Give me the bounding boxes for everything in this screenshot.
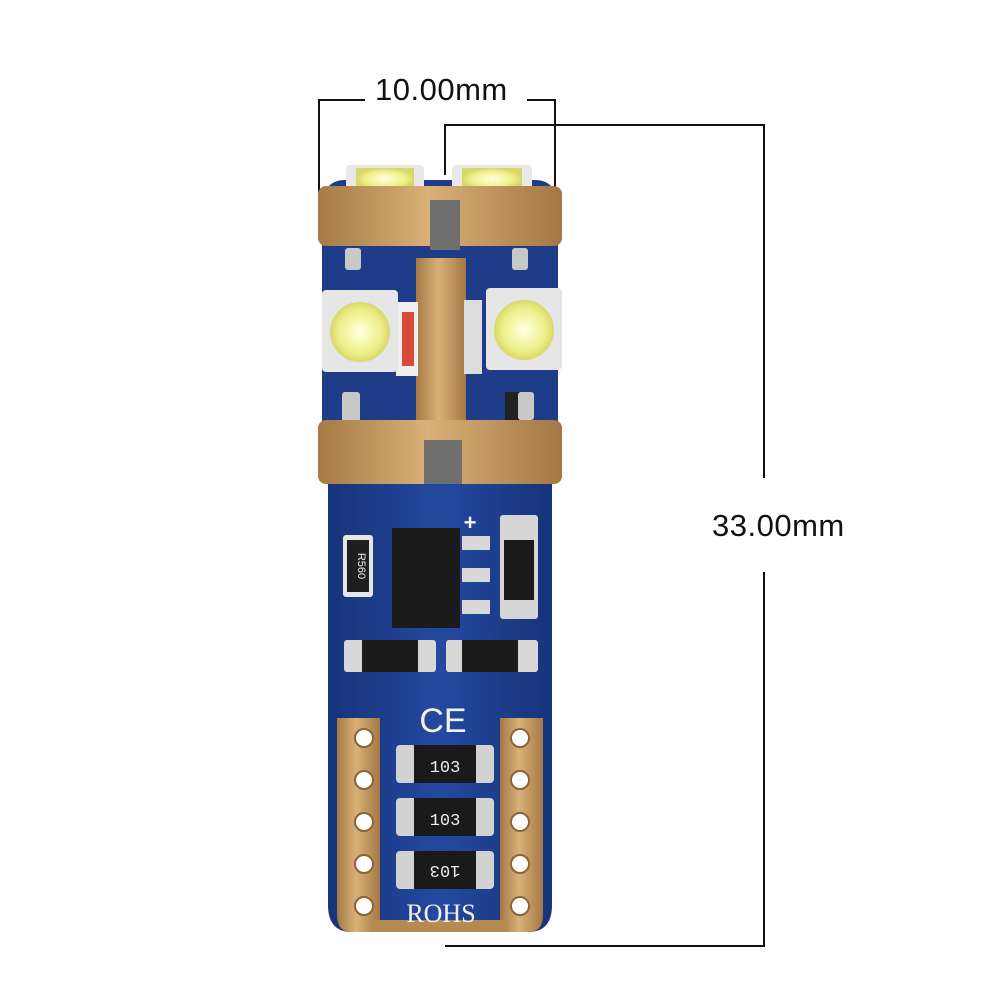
rohs-mark: ROHS	[406, 899, 475, 928]
length-dimension-label: 33.00mm	[712, 508, 845, 543]
diode-row	[344, 640, 538, 672]
resistor-top-label: R560	[355, 553, 367, 579]
pcb-board	[328, 470, 552, 932]
resistor-1-label: 103	[430, 759, 461, 778]
width-dimension-label: 10.00mm	[375, 72, 508, 107]
polarity-plus-label: +	[464, 510, 477, 535]
resistor-2-label: 103	[430, 812, 461, 831]
led-head	[318, 165, 562, 484]
ce-mark: CE	[419, 702, 466, 740]
width-dimension-bracket	[318, 99, 556, 200]
resistor-stack: 103 103 103	[396, 745, 494, 889]
resistor-3-label: 103	[430, 860, 461, 879]
regulator-section: R560 +	[343, 510, 538, 628]
length-dimension-bracket	[444, 124, 765, 947]
